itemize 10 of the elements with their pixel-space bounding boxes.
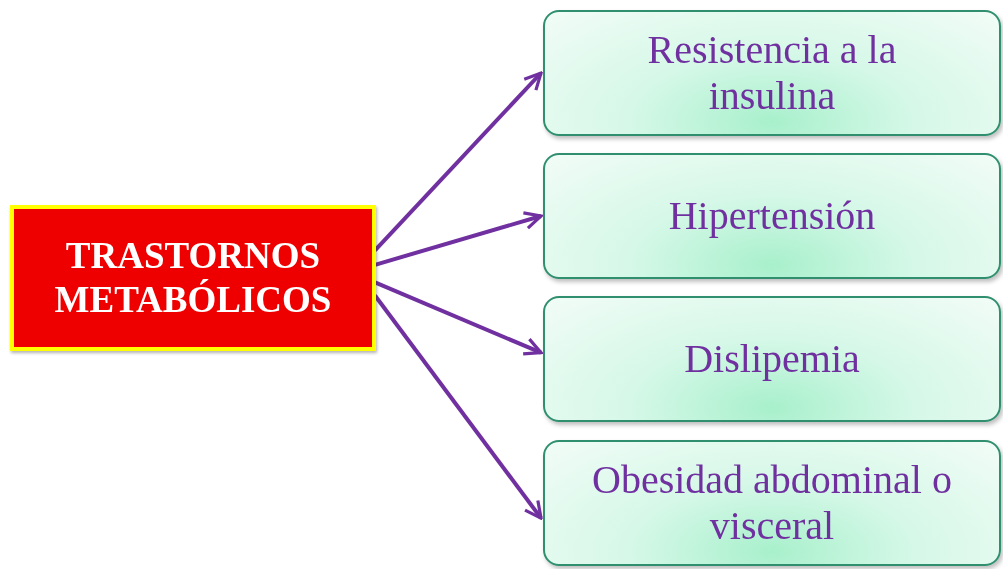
condition-box <box>543 296 1001 422</box>
box-label: Resistencia a la insulina <box>646 27 898 119</box>
box-label: Dislipemia <box>684 336 860 382</box>
box-label: Hipertensión <box>668 193 876 239</box>
box-label: TRASTORNOS METABÓLICOS <box>53 233 333 322</box>
title-box <box>10 205 376 351</box>
box-label: Obesidad abdominal o visceral <box>591 457 953 549</box>
condition-box <box>543 10 1001 136</box>
condition-box <box>543 153 1001 279</box>
condition-box <box>543 440 1001 566</box>
